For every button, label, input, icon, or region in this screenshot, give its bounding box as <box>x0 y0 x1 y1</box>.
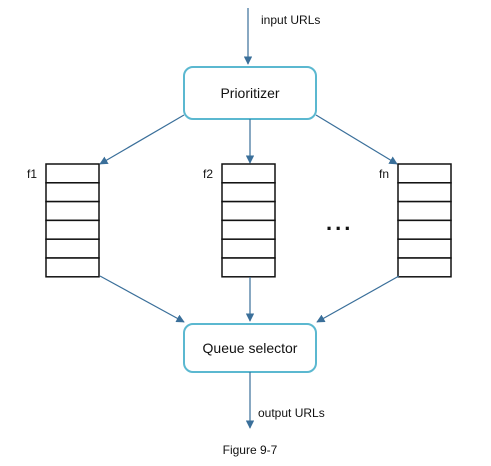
queue-fn-cell <box>397 182 452 203</box>
queue-f2-cell <box>221 257 276 278</box>
prioritizer-to-fn-arrow <box>315 114 398 165</box>
queue-f2-cell <box>221 219 276 240</box>
queue-fn-cell <box>397 219 452 240</box>
queue-f1-cell <box>45 182 100 203</box>
prioritizer-node: Prioritizer <box>183 66 317 120</box>
queue-f2-cell <box>221 200 276 222</box>
queue-f1-cell <box>45 238 100 259</box>
fn-to-selector-arrow <box>316 275 400 323</box>
prioritizer-to-f1-arrow <box>99 114 185 165</box>
queue-f1: f1 <box>27 163 100 278</box>
queue-selector-label: Queue selector <box>203 340 298 356</box>
queue-f1-cell <box>45 219 100 240</box>
more-queues-ellipsis: ... <box>326 210 353 235</box>
queue-fn: fn <box>379 163 452 278</box>
queue-f2: f2 <box>203 163 276 278</box>
queue-f1-cell <box>45 257 100 278</box>
queue-f1-cell <box>45 200 100 222</box>
prioritizer-label: Prioritizer <box>220 85 279 101</box>
queue-f1-cell <box>45 163 100 184</box>
queue-selector-node: Queue selector <box>183 323 317 373</box>
queue-fn-label: fn <box>379 167 389 181</box>
queue-f1-cells <box>45 163 100 278</box>
figure-caption: Figure 9-7 <box>223 443 278 457</box>
queue-fn-cells <box>397 163 452 278</box>
queue-f2-cell <box>221 182 276 203</box>
input-urls-label: input URLs <box>261 13 320 27</box>
f1-to-selector-arrow <box>99 275 185 323</box>
queue-fn-cell <box>397 163 452 184</box>
queue-fn-cell <box>397 200 452 222</box>
queue-f2-label: f2 <box>203 167 213 181</box>
output-urls-label: output URLs <box>258 406 325 420</box>
queue-f1-label: f1 <box>27 167 37 181</box>
queue-f2-cells <box>221 163 276 278</box>
queue-fn-cell <box>397 238 452 259</box>
queue-fn-cell <box>397 257 452 278</box>
queue-f2-cell <box>221 163 276 184</box>
queue-f2-cell <box>221 238 276 259</box>
